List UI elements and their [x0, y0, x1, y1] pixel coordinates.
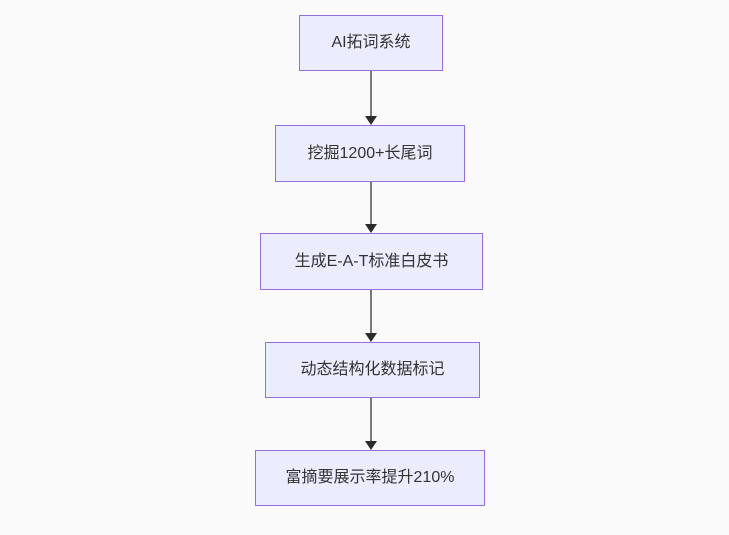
- arrowhead-down-icon: [365, 224, 377, 233]
- arrowhead-down-icon: [365, 116, 377, 125]
- flow-edge-3: [364, 290, 378, 342]
- arrowhead-down-icon: [365, 333, 377, 342]
- flow-node-rich-snippet-rate-increase: 富摘要展示率提升210%: [255, 450, 485, 506]
- edge-line: [370, 71, 372, 116]
- flow-node-eat-whitepaper-generation: 生成E-A-T标准白皮书: [260, 233, 483, 290]
- edge-line: [370, 290, 372, 333]
- flow-node-longtail-keyword-mining: 挖掘1200+长尾词: [275, 125, 465, 182]
- flow-node-dynamic-structured-data-markup: 动态结构化数据标记: [265, 342, 480, 398]
- node-label: 挖掘1200+长尾词: [307, 144, 433, 162]
- arrowhead-down-icon: [365, 441, 377, 450]
- flow-edge-1: [364, 71, 378, 125]
- flow-edge-2: [364, 182, 378, 233]
- node-label: 富摘要展示率提升210%: [285, 469, 455, 486]
- flow-node-ai-word-expansion-system: AI拓词系统: [299, 15, 443, 71]
- node-label: 动态结构化数据标记: [300, 361, 445, 378]
- node-label: 生成E-A-T标准白皮书: [294, 252, 449, 270]
- edge-line: [370, 398, 372, 441]
- node-label: AI拓词系统: [331, 34, 411, 51]
- flow-edge-4: [364, 398, 378, 450]
- edge-line: [370, 182, 372, 224]
